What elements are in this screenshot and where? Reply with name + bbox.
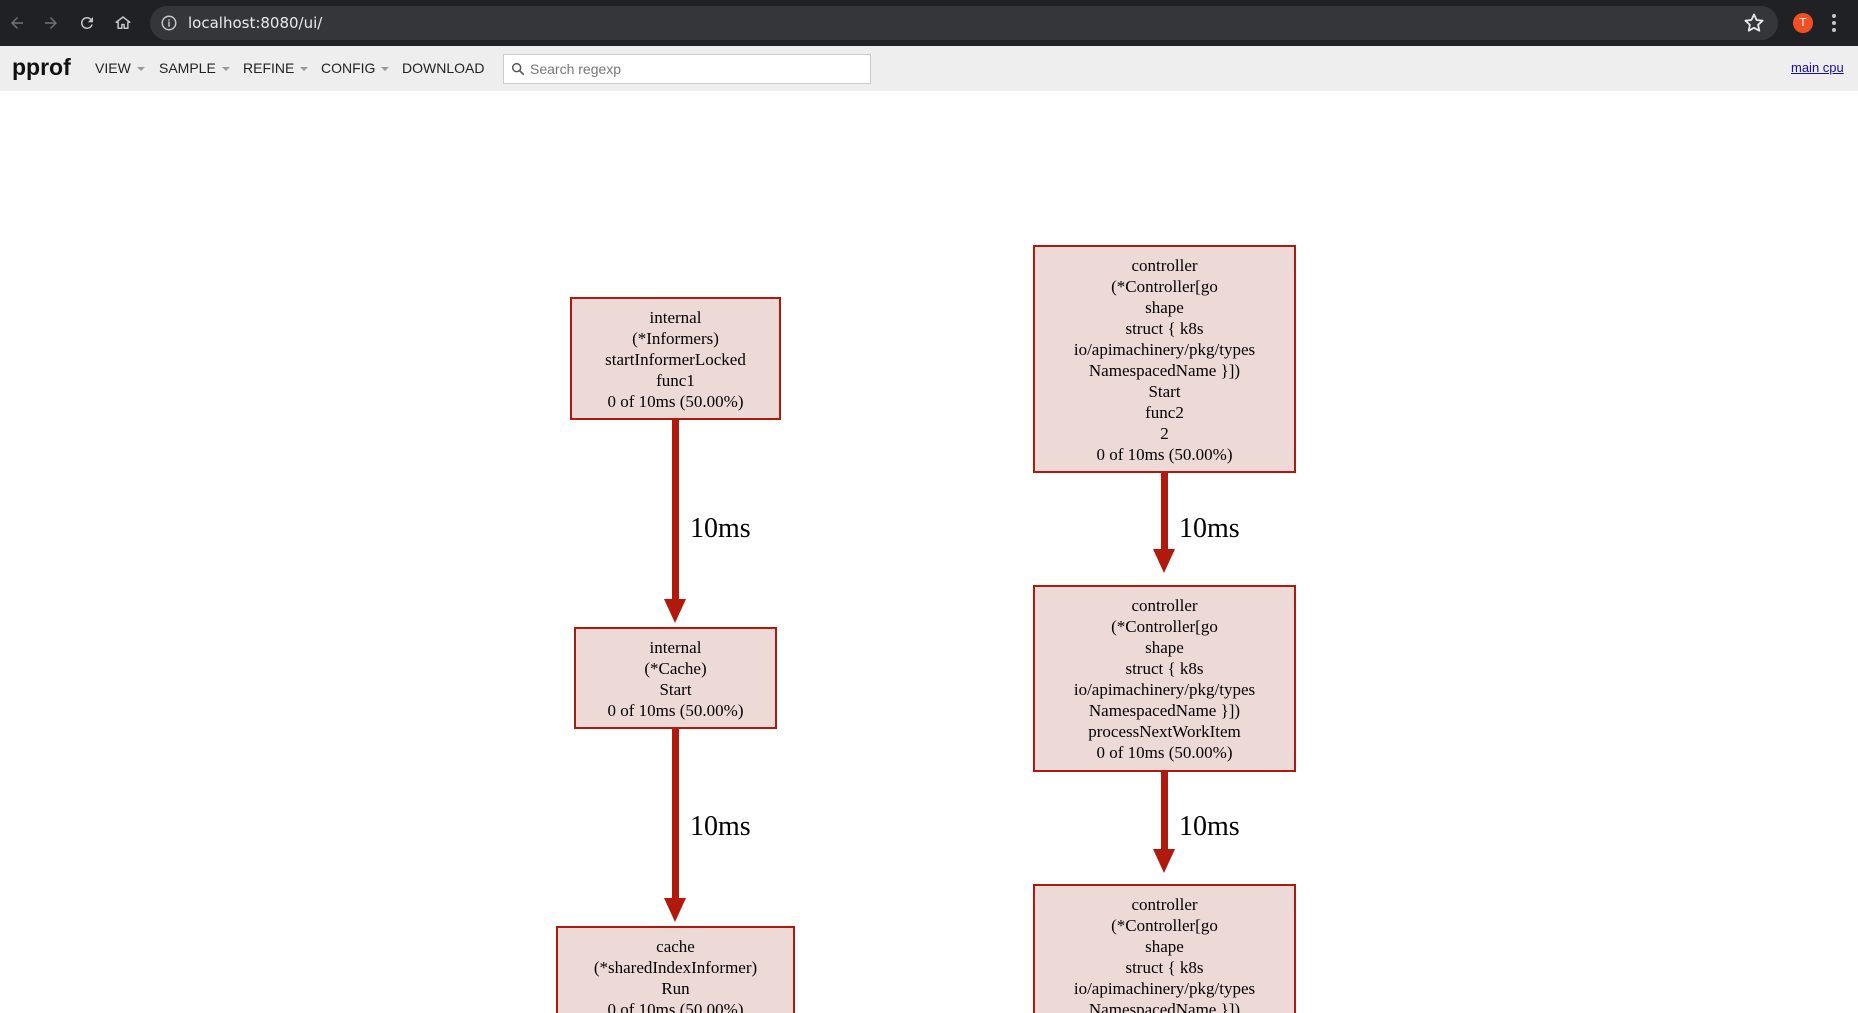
profile-avatar[interactable]: T	[1793, 13, 1813, 33]
node-label-line: internal	[649, 638, 702, 657]
node-label-line: (*Controller[go	[1111, 916, 1218, 935]
home-icon	[115, 16, 131, 29]
home-button[interactable]	[112, 12, 134, 34]
node-label-line: 0 of 10ms (50.00%)	[607, 392, 744, 411]
pprof-toolbar: pprof VIEW SAMPLE REFINE CONFIG DOWNLOAD…	[0, 46, 1858, 91]
search-icon	[511, 62, 525, 76]
graph-edge[interactable]	[1161, 772, 1168, 850]
reload-icon	[80, 16, 93, 29]
arrowhead-icon	[664, 599, 686, 623]
menu-config-label: CONFIG	[321, 60, 376, 76]
node-label-line: struct { k8s	[1125, 659, 1204, 678]
edge-label: 10ms	[690, 513, 751, 544]
menu-view-label: VIEW	[95, 60, 131, 76]
address-bar[interactable]: localhost:8080/ui/	[150, 6, 1778, 40]
node-label-line: controller	[1131, 895, 1198, 914]
url-text: localhost:8080/ui/	[188, 14, 323, 32]
node-label-line: NamespacedName }])	[1088, 701, 1241, 720]
node-label-line: Run	[661, 979, 690, 998]
node-label-line: controller	[1131, 596, 1198, 615]
edge-label: 10ms	[1179, 811, 1240, 842]
graph-node[interactable]: controller (*Controller[go shape struct { k…	[1033, 245, 1296, 473]
menu-refine[interactable]: REFINE	[243, 59, 309, 77]
forward-button[interactable]	[40, 12, 62, 34]
node-label-line: io/apimachinery/pkg/types	[1073, 979, 1256, 998]
node-label-line: 0 of 10ms (50.00%)	[1096, 743, 1233, 762]
node-label-line: io/apimachinery/pkg/types	[1073, 680, 1256, 699]
menu-view[interactable]: VIEW	[95, 59, 145, 77]
edge-label: 10ms	[1179, 513, 1240, 544]
caret-down-icon	[221, 67, 230, 71]
graph-edge[interactable]	[1161, 473, 1168, 550]
graph-node[interactable]: internal (*Informers) startInformerLocked f…	[570, 297, 781, 420]
node-label-line: struct { k8s	[1125, 958, 1204, 977]
node-label-line: (*Controller[go	[1111, 277, 1218, 296]
node-label-line: startInformerLocked	[605, 350, 746, 369]
node-label-line: shape	[1145, 638, 1184, 657]
graph-node[interactable]: cache (*sharedIndexInformer) Run 0 of 10ms …	[556, 926, 795, 1013]
node-label-line: func1	[656, 371, 695, 390]
node-label-line: Start	[1148, 382, 1181, 401]
node-label-line: (*sharedIndexInformer)	[593, 958, 758, 977]
node-label-line: NamespacedName }])	[1088, 1000, 1241, 1013]
menu-config[interactable]: CONFIG	[321, 59, 390, 77]
bookmark-star-icon[interactable]	[1742, 11, 1766, 35]
node-label-line: (*Cache)	[644, 659, 707, 678]
node-label-line: (*Informers)	[632, 329, 719, 348]
search-box	[503, 54, 871, 84]
caret-down-icon	[300, 67, 309, 71]
node-label-line: shape	[1145, 937, 1184, 956]
graph-edge[interactable]	[672, 729, 679, 899]
menu-sample-label: SAMPLE	[159, 60, 216, 76]
arrow-left-icon	[11, 17, 23, 29]
graph-edge[interactable]	[672, 420, 679, 600]
node-label-line: 0 of 10ms (50.00%)	[607, 701, 744, 720]
menu-refine-label: REFINE	[243, 60, 295, 76]
node-label-line: 0 of 10ms (50.00%)	[1096, 445, 1233, 464]
arrowhead-icon	[1153, 849, 1175, 873]
caret-down-icon	[136, 67, 145, 71]
search-input[interactable]	[530, 59, 860, 79]
call-graph[interactable]: internal (*Informers) startInformerLocked f…	[0, 91, 1858, 1013]
node-label-line: cache	[656, 937, 695, 956]
node-label-line: shape	[1145, 298, 1184, 317]
pprof-logo[interactable]: pprof	[12, 54, 71, 80]
node-label-line: Start	[659, 680, 692, 699]
more-menu-icon[interactable]	[1830, 12, 1838, 34]
site-info-icon[interactable]	[160, 14, 178, 32]
node-label-line: struct { k8s	[1125, 319, 1204, 338]
arrow-right-icon	[45, 17, 57, 29]
node-label-line: processNextWorkItem	[1088, 722, 1241, 741]
graph-node[interactable]: controller (*Controller[go shape struct { k…	[1033, 884, 1296, 1013]
reload-button[interactable]	[76, 12, 98, 34]
graph-node[interactable]: internal (*Cache) Start 0 of 10ms (50.00%)	[574, 627, 777, 729]
node-label-line: controller	[1131, 256, 1198, 275]
node-label-line: 0 of 10ms (50.00%)	[607, 1000, 744, 1013]
node-label-line: 2	[1160, 424, 1169, 443]
arrowhead-icon	[664, 898, 686, 922]
menu-sample[interactable]: SAMPLE	[159, 59, 230, 77]
node-label-line: NamespacedName }])	[1088, 361, 1241, 380]
arrowhead-icon	[1153, 549, 1175, 573]
back-button[interactable]	[6, 12, 28, 34]
edge-label: 10ms	[690, 811, 751, 842]
graph-node[interactable]: controller (*Controller[go shape struct { k…	[1033, 585, 1296, 772]
menu-download-label: DOWNLOAD	[402, 60, 485, 76]
node-label-line: func2	[1145, 403, 1184, 422]
browser-chrome: localhost:8080/ui/ T	[0, 0, 1858, 46]
menu-download[interactable]: DOWNLOAD	[402, 59, 484, 77]
caret-down-icon	[381, 67, 390, 71]
node-label-line: io/apimachinery/pkg/types	[1073, 340, 1256, 359]
node-label-line: internal	[649, 308, 702, 327]
profile-link[interactable]: main cpu	[1791, 60, 1844, 75]
node-label-line: (*Controller[go	[1111, 617, 1218, 636]
